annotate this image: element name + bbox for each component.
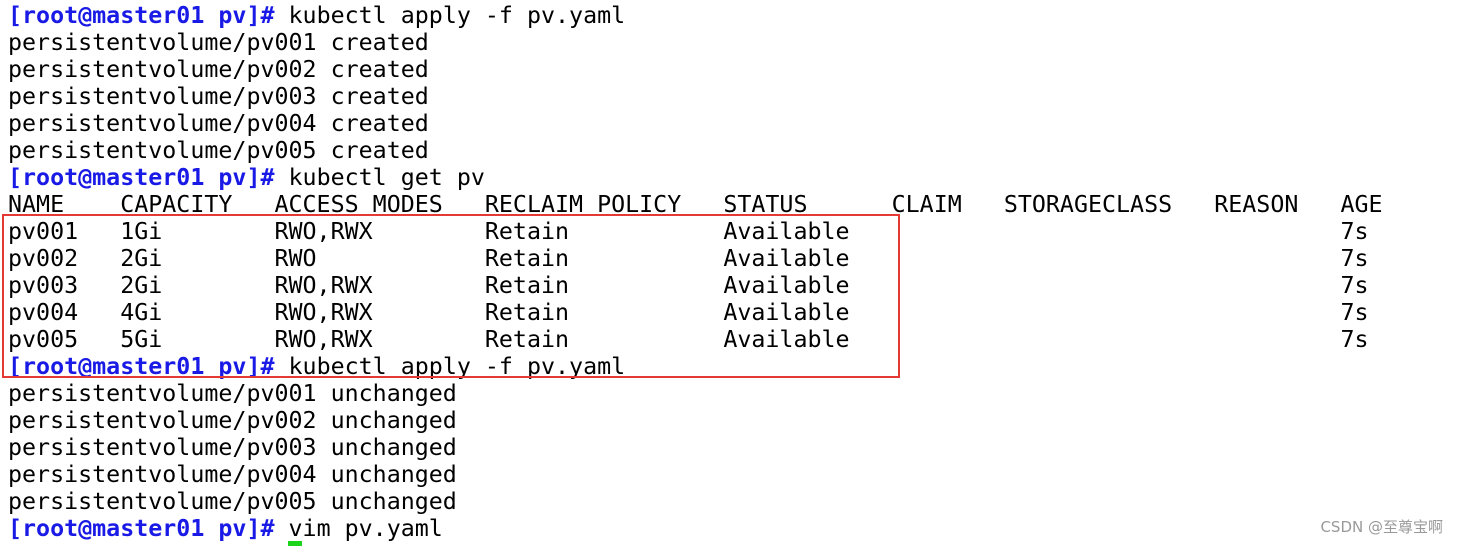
command-text: kubectl get pv xyxy=(288,164,485,191)
table-cell: RWO,RWX xyxy=(274,326,373,353)
header-cell: STATUS xyxy=(723,191,808,218)
table-cell: Retain xyxy=(484,272,570,299)
shell-prompt: [root@master01 pv]# xyxy=(8,2,275,29)
header-cell: STORAGECLASS xyxy=(1003,191,1173,218)
shell-prompt: [root@master01 pv]# xyxy=(8,515,275,542)
output-line: persistentvolume/pv001 unchanged xyxy=(8,380,457,407)
table-cell: RWO xyxy=(274,245,317,272)
command-line: [root@master01 pv]# kubectl get pv xyxy=(8,164,625,191)
table-cell: Retain xyxy=(484,326,570,353)
output-line: persistentvolume/pv005 unchanged xyxy=(8,488,457,515)
header-cell: AGE xyxy=(1340,191,1383,218)
header-cell: NAME xyxy=(8,191,65,218)
table-cell: Available xyxy=(723,326,850,353)
command-line: [root@master01 pv]# vim pv.yaml xyxy=(8,515,625,542)
table-cell: pv003 xyxy=(8,272,79,299)
output-line: persistentvolume/pv005 created xyxy=(8,137,429,164)
header-cell: CLAIM xyxy=(891,191,962,218)
table-cell: Available xyxy=(723,299,850,326)
output-line: persistentvolume/pv004 unchanged xyxy=(8,461,457,488)
command-line: [root@master01 pv]# kubectl apply -f pv.… xyxy=(8,2,625,29)
header-cell: ACCESS MODES xyxy=(274,191,443,218)
table-cell: pv002 xyxy=(8,245,79,272)
terminal-cursor xyxy=(288,541,302,546)
table-row: pv004 4Gi RWO,RWX Retain Available 7s xyxy=(8,299,1369,326)
table-cell: 1Gi xyxy=(120,218,163,245)
table-cell: 2Gi xyxy=(120,272,163,299)
table-cell: RWO,RWX xyxy=(274,218,373,245)
shell-prompt: [root@master01 pv]# xyxy=(8,164,275,191)
command-text: kubectl apply -f pv.yaml xyxy=(288,353,626,380)
watermark: CSDN @至尊宝啊 xyxy=(1320,518,1443,536)
table-cell: 7s xyxy=(1340,299,1369,326)
table-cell: Retain xyxy=(484,245,570,272)
table-cell: Retain xyxy=(484,218,570,245)
table-row: pv001 1Gi RWO,RWX Retain Available 7s xyxy=(8,218,1369,245)
table-cell: RWO,RWX xyxy=(274,272,373,299)
table-cell: 2Gi xyxy=(120,245,163,272)
table-cell: RWO,RWX xyxy=(274,299,373,326)
table-cell: Available xyxy=(723,272,850,299)
output-line: persistentvolume/pv002 unchanged xyxy=(8,407,457,434)
table-header: NAME CAPACITY ACCESS MODES RECLAIM POLIC… xyxy=(8,191,1383,218)
table-row: pv002 2Gi RWO Retain Available 7s xyxy=(8,245,1369,272)
shell-prompt: [root@master01 pv]# xyxy=(8,353,275,380)
table-cell: pv004 xyxy=(8,299,79,326)
table-cell: 5Gi xyxy=(120,326,163,353)
table-cell: 7s xyxy=(1340,218,1369,245)
table-cell: 7s xyxy=(1340,245,1369,272)
table-cell: Available xyxy=(723,218,850,245)
table-cell: pv005 xyxy=(8,326,79,353)
highlight-box xyxy=(2,214,900,378)
table-row: pv003 2Gi RWO,RWX Retain Available 7s xyxy=(8,272,1369,299)
output-line: persistentvolume/pv001 created xyxy=(8,29,429,56)
header-cell: RECLAIM POLICY xyxy=(484,191,682,218)
output-line: persistentvolume/pv004 created xyxy=(8,110,429,137)
table-cell: pv001 xyxy=(8,218,79,245)
output-line: persistentvolume/pv002 created xyxy=(8,56,429,83)
table-row: pv005 5Gi RWO,RWX Retain Available 7s xyxy=(8,326,1369,353)
header-cell: REASON xyxy=(1214,191,1299,218)
terminal-output[interactable]: [root@master01 pv]# kubectl apply -f pv.… xyxy=(8,2,1383,542)
table-cell: 7s xyxy=(1340,326,1369,353)
table-cell: Available xyxy=(723,245,850,272)
output-line: persistentvolume/pv003 created xyxy=(8,83,429,110)
command-text: kubectl apply -f pv.yaml xyxy=(288,2,626,29)
command-line: [root@master01 pv]# kubectl apply -f pv.… xyxy=(8,353,625,380)
header-cell: CAPACITY xyxy=(120,191,233,218)
table-cell: 7s xyxy=(1340,272,1369,299)
table-cell: 4Gi xyxy=(120,299,163,326)
table-cell: Retain xyxy=(484,299,570,326)
output-line: persistentvolume/pv003 unchanged xyxy=(8,434,457,461)
command-text: vim pv.yaml xyxy=(288,515,443,542)
